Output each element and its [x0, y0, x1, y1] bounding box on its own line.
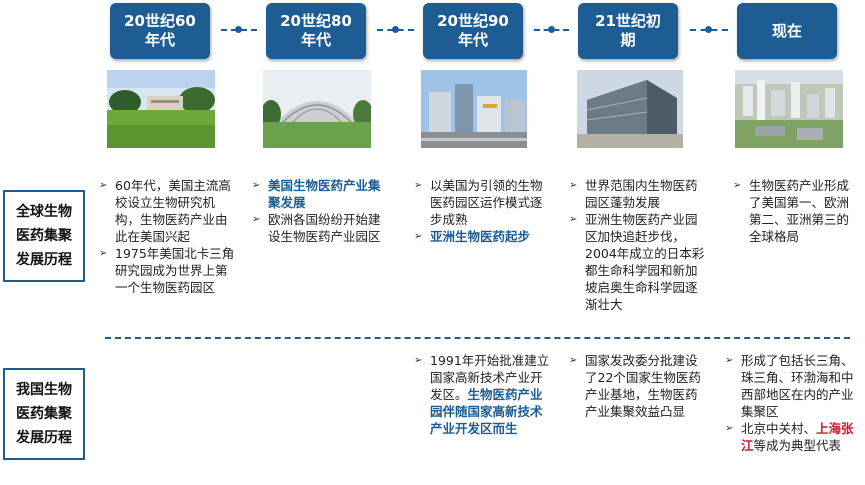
timeline-dot — [548, 26, 555, 33]
era-1980s: 20世纪80 年代 — [266, 3, 366, 59]
list-item-text: 亚洲生物医药起步 — [430, 229, 530, 244]
era-now: 现在 — [737, 3, 837, 59]
arrow-bullet-icon: ➢ — [569, 211, 577, 228]
arrow-bullet-icon: ➢ — [252, 211, 260, 228]
list-item-text: 北京中关村、 — [741, 421, 816, 436]
arrow-bullet-icon: ➢ — [725, 420, 733, 437]
list-item: ➢ 60年代，美国主流高校设立生物研究机构，生物医药产业由此在美国兴起 — [99, 177, 235, 245]
era-early-21st: 21世纪初 期 — [578, 3, 678, 59]
global-col-early-21st: ➢ 世界范围内生物医药园区蓬勃发展 ➢ 亚洲生物医药产业园区加快追赶步伐，2004年… — [569, 177, 705, 313]
campus-lawn-photo — [107, 70, 215, 148]
global-col-1980s: ➢ 美国生物医药产业集聚发展 ➢ 欧洲各国纷纷开始建设生物医药产业园区 — [252, 177, 386, 245]
modern-building-photo — [577, 70, 683, 148]
list-item: ➢ 以美国为引领的生物医药园区运作模式逐步成熟 — [414, 177, 548, 228]
arrow-bullet-icon: ➢ — [414, 177, 422, 194]
domestic-col-1990s: ➢1991年开始批准建立国家高新技术产业开发区。生物医药产业园伴随国家高新技术产… — [414, 352, 552, 437]
list-item: ➢ 形成了包括长三角、珠三角、环渤海和中西部地区在内的产业集聚区 — [725, 352, 857, 420]
list-item: ➢ 生物医药产业形成了美国第一、欧洲第二、亚洲第三的全球格局 — [733, 177, 853, 245]
arrow-bullet-icon: ➢ — [569, 352, 577, 369]
list-item-text: 等成为典型代表 — [754, 438, 842, 453]
arrow-bullet-icon: ➢ — [252, 177, 260, 194]
list-item: ➢1991年开始批准建立国家高新技术产业开发区。生物医药产业园伴随国家高新技术产… — [414, 352, 552, 437]
list-item-text: 生物医药产业形成了美国第一、欧洲第二、亚洲第三的全球格局 — [749, 178, 849, 244]
list-item-text: 亚洲生物医药产业园区加快追赶步伐，2004年成立的日本彩都生命科学园和新加坡启奥… — [585, 212, 704, 312]
arrow-bullet-icon: ➢ — [725, 352, 733, 369]
arrow-bullet-icon: ➢ — [99, 245, 107, 262]
list-item: ➢ 国家发改委分批建设了22个国家生物医药产业基地，生物医药产业集聚效益凸显 — [569, 352, 705, 420]
timeline-dot — [235, 26, 242, 33]
list-item: ➢ 世界范围内生物医药园区蓬勃发展 — [569, 177, 705, 211]
list-item-text: 欧洲各国纷纷开始建设生物医药产业园区 — [268, 212, 381, 244]
list-item-text: 形成了包括长三角、珠三角、环渤海和中西部地区在内的产业集聚区 — [741, 353, 854, 419]
research-park-photo — [421, 70, 527, 148]
list-item: ➢北京中关村、上海张江等成为典型代表 — [725, 420, 857, 454]
list-item: ➢ 1975年美国北卡三角研究园成为世界上第一个生物医药园区 — [99, 245, 235, 296]
list-item-text: 60年代，美国主流高校设立生物研究机构，生物医药产业由此在美国兴起 — [115, 178, 231, 244]
global-col-1960s: ➢ 60年代，美国主流高校设立生物研究机构，生物医药产业由此在美国兴起 ➢ 1975… — [99, 177, 235, 296]
era-1990s: 20世纪90 年代 — [423, 3, 523, 59]
global-col-1990s: ➢ 以美国为引领的生物医药园区运作模式逐步成熟 ➢ 亚洲生物医药起步 — [414, 177, 548, 245]
arrow-bullet-icon: ➢ — [733, 177, 741, 194]
arrow-bullet-icon: ➢ — [414, 228, 422, 245]
domestic-col-now: ➢形成了包括长三角、珠三角、环渤海和中西部地区在内的产业集聚区 ➢北京中关村、上… — [725, 352, 857, 454]
list-item: ➢ 亚洲生物医药产业园区加快追赶步伐，2004年成立的日本彩都生命科学园和新加坡启… — [569, 211, 705, 313]
dome-building-photo — [263, 70, 371, 148]
list-item-text: 世界范围内生物医药园区蓬勃发展 — [585, 178, 698, 210]
list-item-text: 国家发改委分批建设了22个国家生物医药产业基地，生物医药产业集聚效益凸显 — [585, 353, 701, 419]
arrow-bullet-icon: ➢ — [414, 352, 422, 369]
list-item-text: 1975年美国北卡三角研究园成为世界上第一个生物医药园区 — [115, 246, 234, 295]
arrow-bullet-icon: ➢ — [99, 177, 107, 194]
list-item: ➢ 亚洲生物医药起步 — [414, 228, 548, 245]
timeline-dot — [392, 26, 399, 33]
timeline-dot — [705, 26, 712, 33]
list-item: ➢ 欧洲各国纷纷开始建设生物医药产业园区 — [252, 211, 386, 245]
domestic-col-early-21st: ➢ 国家发改委分批建设了22个国家生物医药产业基地，生物医药产业集聚效益凸显 — [569, 352, 705, 420]
list-item-text: 以美国为引领的生物医药园区运作模式逐步成熟 — [430, 178, 543, 227]
section-divider — [105, 337, 850, 339]
arrow-bullet-icon: ➢ — [569, 177, 577, 194]
global-row-label: 全球生物 医药集聚 发展历程 — [3, 190, 85, 282]
domestic-row-label: 我国生物 医药集聚 发展历程 — [3, 368, 85, 460]
city-aerial-photo — [735, 70, 843, 148]
list-item: ➢ 美国生物医药产业集聚发展 — [252, 177, 386, 211]
list-item-text: 美国生物医药产业集聚发展 — [268, 178, 381, 210]
global-col-now: ➢ 生物医药产业形成了美国第一、欧洲第二、亚洲第三的全球格局 — [733, 177, 853, 245]
era-1960s: 20世纪60 年代 — [110, 3, 210, 59]
